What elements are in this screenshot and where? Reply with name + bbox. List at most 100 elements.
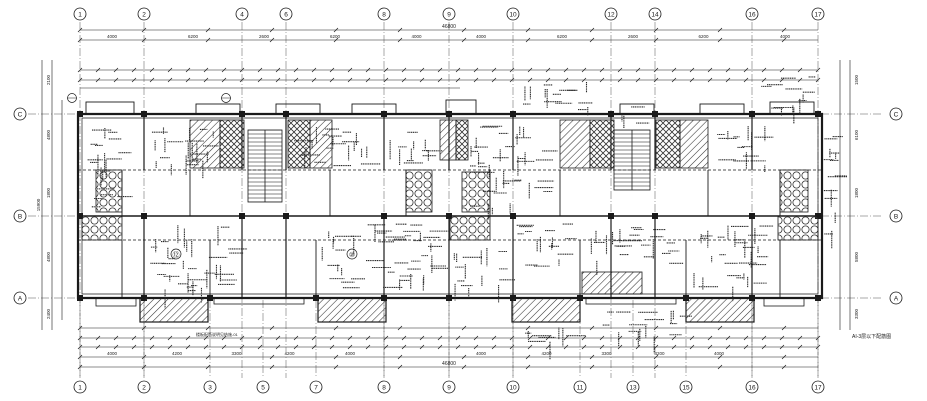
- grid-label: 17: [814, 12, 822, 19]
- grid-bubble: [506, 7, 520, 21]
- grid-label: 11: [577, 385, 584, 392]
- grid-bubble: [442, 380, 456, 394]
- grid-bubble: [745, 380, 759, 394]
- circle-pattern-zones: [81, 169, 819, 241]
- axis-callout: [67, 93, 231, 103]
- dimension-label: 2100: [46, 74, 51, 85]
- dimension-label: 4000: [107, 34, 118, 39]
- room-mark-right: ⑩: [349, 251, 355, 259]
- dimension-label: 4800: [46, 129, 51, 140]
- grid-label: B: [18, 214, 22, 221]
- reinforcement-annotations: [87, 76, 848, 360]
- grid-label: 12: [607, 12, 615, 19]
- dimension-label: 4200: [654, 351, 665, 356]
- dimension-label: 2400: [46, 308, 51, 319]
- dimension-label: 4000: [411, 34, 422, 39]
- dimension-total: 15900: [36, 198, 41, 211]
- grid-bubble: [811, 380, 825, 394]
- dimension-label: 1800: [854, 187, 859, 198]
- grid-label: 15: [682, 385, 690, 392]
- top-bays: [85, 99, 815, 115]
- grid-bubble: [137, 7, 151, 21]
- room-marks: ⑫ ⑩: [170, 248, 358, 260]
- dimension-label: 6200: [557, 34, 568, 39]
- grid-label: 10: [509, 12, 517, 19]
- grid-bubble: [279, 7, 293, 21]
- grid-label: C: [18, 112, 23, 119]
- grid-bubble: [13, 291, 27, 305]
- dimension-label: 1800: [46, 187, 51, 198]
- dimension-label: 3300: [601, 351, 612, 356]
- dimension-label: 4200: [541, 351, 552, 356]
- balconies: [95, 297, 805, 323]
- dimension-label: 6100: [854, 129, 859, 140]
- left-dimension-labels: 2100 4800 1800 4800 2400 15900: [36, 74, 51, 319]
- grid-bubble: [13, 107, 27, 121]
- dimension-label: 4800: [46, 251, 51, 262]
- grid-label: 13: [629, 385, 637, 392]
- grid-bubble: [377, 7, 391, 21]
- grid-label: 5: [261, 385, 265, 392]
- dimension-label: 6200: [188, 34, 199, 39]
- grid-bubble: [648, 7, 662, 21]
- grid-label: 6: [284, 12, 288, 19]
- grid-bubble: [13, 209, 27, 223]
- grid-label: C: [894, 112, 899, 119]
- grid-bubbles-rows: C C B B A A: [13, 107, 903, 305]
- dimension-label: 6200: [330, 34, 341, 39]
- grid-bubble: [679, 380, 693, 394]
- grid-bubble: [442, 7, 456, 21]
- grid-bubble: [73, 380, 87, 394]
- room-mark-left: ⑫: [173, 251, 180, 259]
- dimension-label: 6200: [698, 34, 709, 39]
- right-dimension-chain: [839, 60, 851, 330]
- grid-label: 4: [240, 12, 244, 19]
- grid-bubble: [203, 380, 217, 394]
- grid-label: 16: [748, 12, 756, 19]
- grid-label: 8: [382, 385, 386, 392]
- grid-label: B: [894, 214, 898, 221]
- grid-label: 3: [208, 385, 212, 392]
- dimension-label: 3300: [231, 351, 242, 356]
- dimension-label: 2600: [259, 34, 270, 39]
- dimension-label: 4000: [345, 351, 356, 356]
- grid-bubble: [137, 380, 151, 394]
- grid-label: 14: [651, 12, 659, 19]
- grid-bubble: [377, 380, 391, 394]
- dimension-label: 4200: [284, 351, 295, 356]
- grid-bubble: [745, 7, 759, 21]
- grid-bubble: [889, 209, 903, 223]
- grid-bubble: [309, 380, 323, 394]
- dimension-label: 1500: [854, 74, 859, 85]
- grid-label: 8: [382, 12, 386, 19]
- grid-bubble: [889, 107, 903, 121]
- stair-wells: [247, 129, 651, 203]
- grid-bubble: [73, 7, 87, 21]
- grid-bubble: [256, 380, 270, 394]
- grid-label: 1: [78, 385, 82, 392]
- dimension-label: 4000: [714, 351, 725, 356]
- grid-label: 2: [142, 12, 146, 19]
- grid-bubble: [235, 7, 249, 21]
- grid-bubble: [811, 7, 825, 21]
- grid-lines: [28, 22, 882, 378]
- grid-label: 10: [509, 385, 517, 392]
- grid-bubble: [626, 380, 640, 394]
- grid-label: 17: [814, 385, 822, 392]
- dimension-label: 5800: [854, 251, 859, 262]
- dimension-label: 4000: [476, 351, 487, 356]
- note-right: AI-3层以下配筋图: [852, 333, 891, 340]
- grid-label: A: [18, 296, 23, 303]
- dimension-label: 4000: [107, 351, 118, 356]
- left-dimension-chain: [41, 60, 63, 330]
- dimension-label: 4000: [476, 34, 487, 39]
- grid-bubble: [573, 380, 587, 394]
- grid-label: 1: [78, 12, 82, 19]
- dimension-label: 4000: [780, 34, 791, 39]
- grid-label: A: [894, 296, 899, 303]
- grid-bubble: [889, 291, 903, 305]
